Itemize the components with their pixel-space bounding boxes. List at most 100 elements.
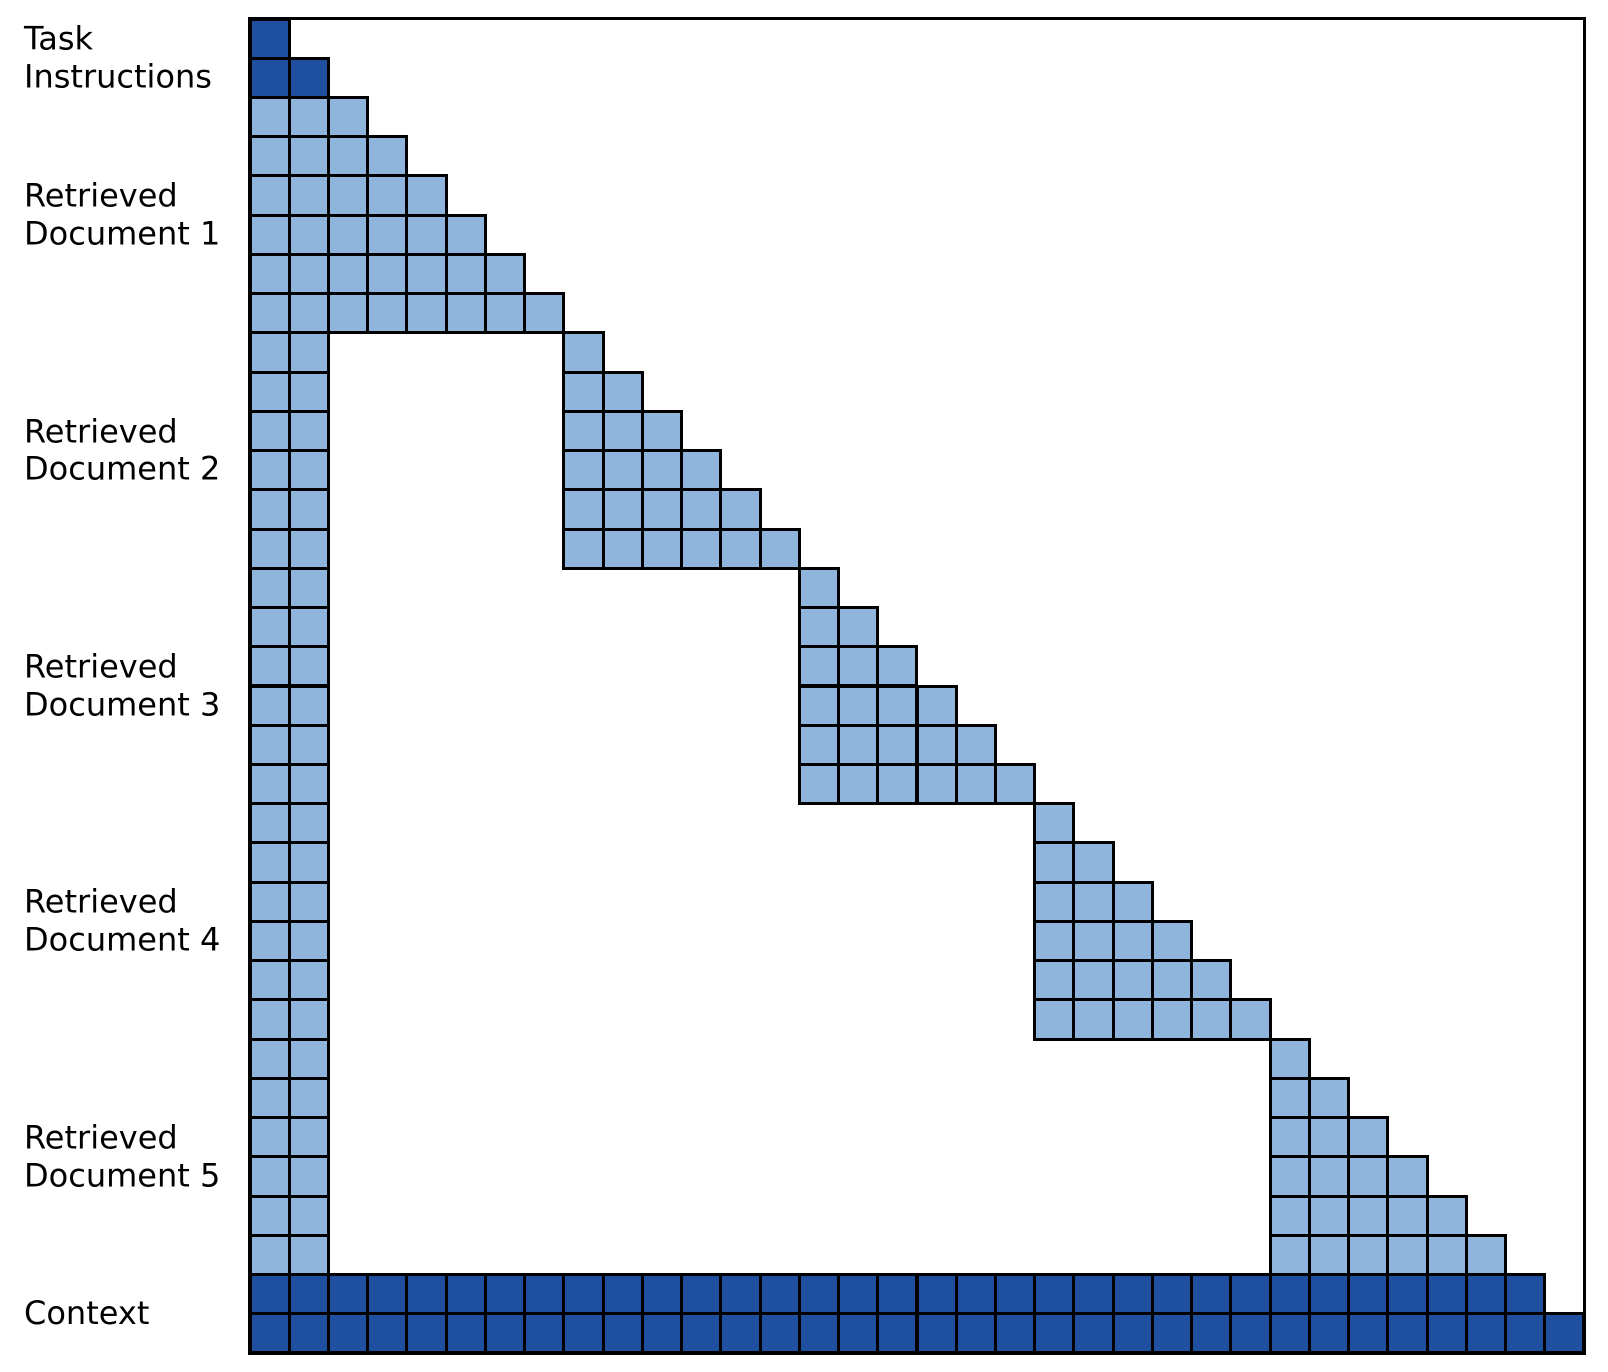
mask-cell-retrieved-document-5: [287, 1194, 330, 1237]
mask-cell-context: [719, 1312, 762, 1355]
mask-cell-context: [562, 1312, 605, 1355]
mask-cell-retrieved-document-4: [287, 959, 330, 1002]
mask-cell-context: [1190, 1312, 1233, 1355]
mask-cell-retrieved-document-1: [405, 292, 448, 335]
mask-cell-retrieved-document-4: [1111, 919, 1154, 963]
mask-cell-context: [797, 1273, 841, 1316]
mask-cell-context: [444, 1312, 487, 1355]
mask-cell-retrieved-document-4: [287, 919, 330, 963]
mask-cell-context: [1307, 1273, 1351, 1316]
mask-cell-retrieved-document-1: [248, 135, 291, 178]
mask-cell-retrieved-document-4: [248, 959, 291, 1002]
mask-cell-retrieved-document-4: [1033, 959, 1076, 1002]
mask-cell-retrieved-document-1: [366, 252, 409, 296]
mask-cell-retrieved-document-3: [248, 723, 291, 766]
mask-cell-retrieved-document-4: [248, 841, 291, 884]
mask-cell-retrieved-document-2: [758, 527, 801, 570]
mask-cell-retrieved-document-2: [562, 449, 605, 492]
mask-cell-retrieved-document-3: [915, 723, 958, 766]
mask-cell-context: [680, 1273, 723, 1316]
mask-cell-retrieved-document-5: [1268, 1116, 1311, 1159]
attention-mask-grid: [248, 17, 1586, 1355]
mask-cell-retrieved-document-3: [797, 606, 841, 649]
mask-cell-context: [483, 1273, 527, 1316]
mask-cell-context: [405, 1273, 448, 1316]
mask-cell-retrieved-document-1: [287, 95, 330, 139]
mask-cell-retrieved-document-2: [287, 527, 330, 570]
mask-cell-context: [366, 1273, 409, 1316]
mask-cell-retrieved-document-2: [562, 488, 605, 531]
mask-cell-context: [876, 1312, 919, 1355]
mask-cell-context: [758, 1312, 801, 1355]
mask-cell-retrieved-document-2: [601, 488, 644, 531]
mask-cell-context: [1425, 1312, 1468, 1355]
mask-cell-context: [915, 1273, 958, 1316]
mask-cell-retrieved-document-4: [1111, 959, 1154, 1002]
mask-cell-retrieved-document-5: [1307, 1076, 1351, 1120]
mask-cell-context: [1464, 1273, 1508, 1316]
mask-cell-context: [993, 1273, 1037, 1316]
mask-cell-retrieved-document-4: [1072, 880, 1115, 923]
mask-cell-retrieved-document-1: [326, 292, 370, 335]
mask-cell-retrieved-document-4: [1190, 959, 1233, 1002]
mask-cell-context: [405, 1312, 448, 1355]
mask-cell-retrieved-document-1: [366, 135, 409, 178]
mask-cell-retrieved-document-5: [1307, 1194, 1351, 1237]
mask-cell-retrieved-document-5: [287, 1037, 330, 1080]
mask-cell-task-instructions: [287, 56, 330, 99]
mask-cell-retrieved-document-1: [287, 135, 330, 178]
mask-cell-context: [1072, 1312, 1115, 1355]
mask-cell-retrieved-document-3: [954, 762, 997, 806]
mask-cell-context: [640, 1273, 684, 1316]
mask-cell-retrieved-document-3: [248, 606, 291, 649]
mask-cell-context: [562, 1273, 605, 1316]
mask-cell-retrieved-document-3: [248, 566, 291, 610]
mask-cell-retrieved-document-4: [1190, 998, 1233, 1041]
mask-cell-context: [1425, 1273, 1468, 1316]
mask-cell-retrieved-document-1: [523, 292, 566, 335]
mask-cell-retrieved-document-3: [837, 606, 880, 649]
mask-cell-retrieved-document-1: [444, 213, 487, 256]
mask-cell-retrieved-document-1: [366, 292, 409, 335]
mask-cell-context: [287, 1273, 330, 1316]
mask-cell-retrieved-document-2: [287, 449, 330, 492]
mask-cell-retrieved-document-1: [405, 252, 448, 296]
mask-cell-context: [954, 1312, 997, 1355]
mask-cell-task-instructions: [248, 56, 291, 99]
mask-cell-retrieved-document-5: [1307, 1233, 1351, 1277]
mask-cell-retrieved-document-2: [562, 370, 605, 413]
mask-cell-retrieved-document-2: [640, 409, 684, 453]
mask-cell-retrieved-document-4: [1072, 841, 1115, 884]
label-retrieved-document-3: Retrieved Document 3: [24, 647, 221, 723]
mask-cell-retrieved-document-4: [1111, 880, 1154, 923]
mask-cell-retrieved-document-1: [248, 213, 291, 256]
mask-cell-context: [326, 1273, 370, 1316]
mask-cell-retrieved-document-1: [444, 292, 487, 335]
mask-cell-retrieved-document-2: [248, 409, 291, 453]
mask-cell-context: [1033, 1273, 1076, 1316]
mask-cell-retrieved-document-3: [287, 566, 330, 610]
mask-cell-context: [1190, 1273, 1233, 1316]
mask-cell-context: [1229, 1273, 1272, 1316]
mask-cell-retrieved-document-5: [287, 1233, 330, 1277]
mask-cell-context: [993, 1312, 1037, 1355]
mask-cell-retrieved-document-5: [248, 1037, 291, 1080]
mask-cell-retrieved-document-1: [287, 252, 330, 296]
mask-cell-retrieved-document-2: [680, 488, 723, 531]
mask-cell-retrieved-document-4: [1150, 998, 1194, 1041]
mask-cell-retrieved-document-4: [1072, 959, 1115, 1002]
mask-cell-context: [248, 1312, 291, 1355]
mask-cell-retrieved-document-2: [248, 331, 291, 374]
mask-cell-retrieved-document-4: [287, 841, 330, 884]
mask-cell-retrieved-document-3: [248, 645, 291, 688]
mask-cell-context: [366, 1312, 409, 1355]
mask-cell-retrieved-document-1: [248, 252, 291, 296]
mask-cell-retrieved-document-2: [719, 488, 762, 531]
mask-cell-retrieved-document-3: [876, 684, 919, 727]
mask-cell-retrieved-document-3: [287, 762, 330, 806]
mask-cell-retrieved-document-5: [1386, 1194, 1429, 1237]
mask-cell-context: [1464, 1312, 1508, 1355]
mask-cell-retrieved-document-5: [1307, 1116, 1351, 1159]
mask-cell-retrieved-document-5: [1268, 1233, 1311, 1277]
mask-cell-context: [758, 1273, 801, 1316]
